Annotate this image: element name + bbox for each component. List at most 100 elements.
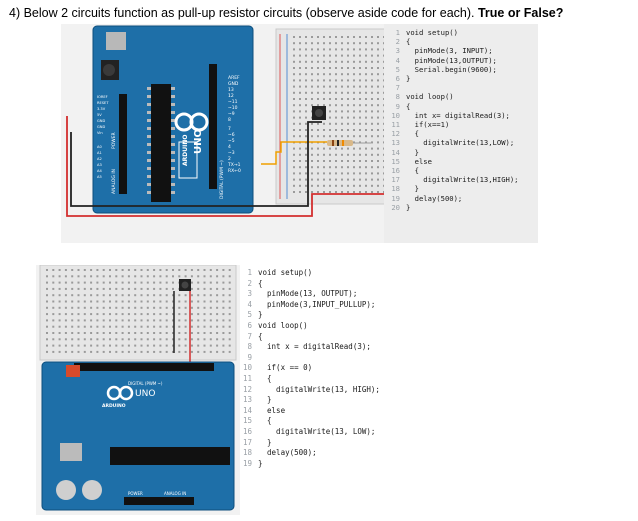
breadboard-hole [52,294,55,297]
breadboard-hole [323,147,325,150]
breadboard-hole [64,338,67,341]
breadboard-hole [317,67,319,69]
breadboard-hole [216,319,219,322]
breadboard-hole [115,332,118,334]
breadboard-hole [329,122,331,125]
breadboard-hole [341,104,343,107]
breadboard-hole [353,191,355,193]
breadboard-hole [305,60,307,63]
breadboard-hole [305,122,307,125]
breadboard-hole [359,36,361,38]
breadboard-hole [203,300,206,303]
breadboard-hole [216,325,219,328]
code-line: 2{ [388,37,519,46]
breadboard-hole [184,319,187,322]
breadboard-hole [190,325,193,328]
breadboard-hole [203,338,206,341]
chip-pin [171,143,175,146]
breadboard-hole [140,275,143,278]
breadboard-hole [335,129,337,131]
breadboard-hole [96,350,99,353]
breadboard-hole [305,104,307,107]
board1-label-4: 4 [228,144,231,150]
breadboard-hole [311,42,313,45]
breadboard-hole [335,48,337,51]
breadboard-hole [305,184,307,187]
breadboard-hole [90,287,93,290]
breadboard-hole [365,73,367,76]
board1-label-gnd-b: GND [97,125,105,129]
board1-label-9: ~9 [228,111,235,117]
breadboard-hole [353,98,355,100]
breadboard-hole [146,294,149,297]
breadboard-hole [71,338,74,341]
breadboard-hole [46,325,48,328]
breadboard-hole [134,300,137,303]
breadboard-hole [172,350,174,353]
breadboard-hole [305,147,307,150]
code-line: 11 if(x==1) [388,120,519,129]
breadboard-hole [96,338,99,341]
breadboard-hole [90,306,93,309]
breadboard-hole [159,338,162,341]
breadboard-hole [46,332,48,334]
breadboard-hole [347,129,349,131]
breadboard-hole [377,172,379,175]
breadboard-hole [299,73,301,76]
breadboard-hole [377,147,379,150]
breadboard-hole [96,275,99,278]
breadboard-hole [96,281,99,284]
chip-pin [147,111,151,114]
breadboard-hole [115,269,118,271]
breadboard-hole [203,325,206,328]
breadboard-hole [165,313,168,316]
breadboard-hole [77,350,80,353]
breadboard-hole [146,269,149,271]
breadboard-hole [293,85,295,88]
breadboard-hole [311,67,313,69]
chip-pin [147,87,151,90]
breadboard-hole [329,54,331,57]
breadboard-hole [153,325,156,328]
breadboard-hole [329,60,331,63]
breadboard-hole [299,129,301,131]
breadboard-hole [178,294,181,297]
code-line: 13 } [240,395,380,406]
line-number: 17 [391,175,400,185]
line-number: 7 [247,331,252,341]
breadboard-hole [341,172,343,175]
breadboard-hole [52,275,55,278]
breadboard-hole [371,178,373,181]
board1-label-tx: TX→1 [227,162,241,168]
chip-pin [171,111,175,114]
breadboard-hole [222,344,225,347]
breadboard-hole [347,42,349,45]
breadboard-hole [335,160,337,162]
breadboard-hole [305,129,307,131]
breadboard-hole [159,350,162,353]
breadboard-hole [58,332,61,334]
breadboard-hole [146,325,149,328]
code-text: if(x==1) [406,120,450,130]
breadboard-hole [329,166,331,169]
code-line: 12 { [388,129,519,138]
chip-pin [171,175,175,178]
breadboard-hole [353,42,355,45]
breadboard-hole [209,275,212,278]
breadboard-hole [329,48,331,51]
line-number: 14 [391,147,400,157]
breadboard-hole [371,36,373,38]
line-number: 15 [242,416,252,426]
breadboard-hole [46,306,48,309]
breadboard-hole [311,178,313,181]
breadboard-hole [299,110,301,113]
code-line: 17 } [240,438,380,449]
breadboard-hole [347,116,349,119]
breadboard-hole [377,42,379,45]
breadboard-hole [377,73,379,76]
breadboard-hole [165,319,168,322]
breadboard-hole [64,332,67,334]
breadboard-hole [102,269,105,271]
breadboard-hole [222,281,225,284]
breadboard-hole [305,178,307,181]
